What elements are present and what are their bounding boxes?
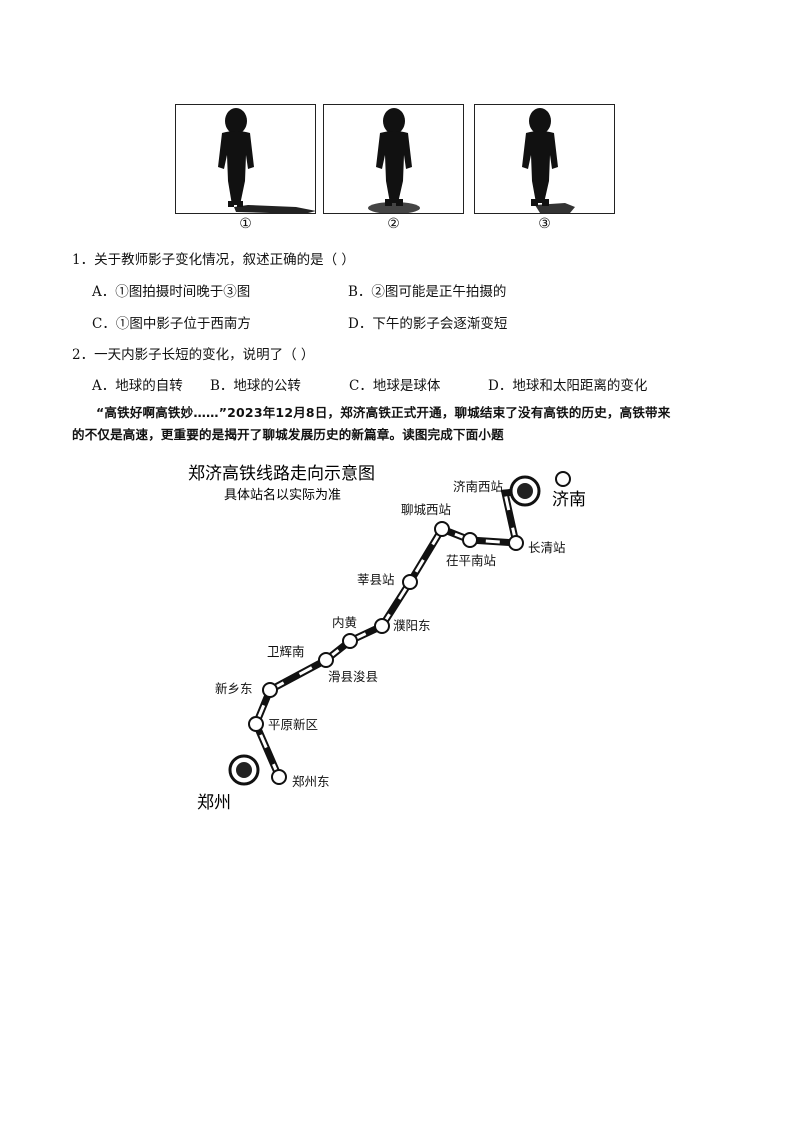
station-huaxian-xunxian — [318, 652, 334, 668]
station-label: 平原新区 — [268, 717, 318, 732]
station-label: 卫辉南 — [267, 644, 305, 659]
station-label: 莘县站 — [357, 572, 395, 587]
station-label: 聊城西站 — [401, 502, 451, 517]
photo-2 — [323, 104, 464, 214]
question-2-stem: 2．一天内影子长短的变化，说明了（ ） — [72, 347, 315, 363]
photo-caption-3: ③ — [538, 216, 551, 232]
city-marker-zhengzhou — [228, 754, 260, 786]
station-chipingnan — [462, 532, 478, 548]
station-labels: 济南西站 长清站 茌平南站 聊城西站 莘县站 濮阳东 内黄 滑县浚县 卫辉南 新… — [215, 479, 566, 789]
question-1-option-a[interactable]: A．①图拍摄时间晚于③图 — [92, 284, 251, 300]
station-changqing — [508, 535, 524, 551]
shadow-photos: ① ② ③ — [175, 104, 625, 238]
station-label: 茌平南站 — [446, 553, 496, 568]
station-zhengzhoudong — [271, 769, 287, 785]
station-label: 长清站 — [528, 540, 566, 555]
station-label: 内黄 — [332, 615, 357, 630]
station-label: 濮阳东 — [393, 618, 431, 633]
station-label: 滑县浚县 — [328, 669, 378, 684]
photo-1 — [175, 104, 316, 214]
station-pingyuanxinqu — [248, 716, 264, 732]
rail-line-outline — [252, 487, 529, 781]
question-1-option-b[interactable]: B．②图可能是正午拍摄的 — [348, 284, 507, 300]
station-neihuang — [342, 633, 358, 649]
question-1-option-d[interactable]: D．下午的影子会逐渐变短 — [348, 316, 508, 332]
city-marker-jinan — [509, 475, 541, 507]
question-1-stem: 1．关于教师影子变化情况，叙述正确的是（ ） — [72, 252, 355, 268]
station-label: 新乡东 — [215, 681, 253, 696]
map-subtitle: 具体站名以实际为准 — [224, 487, 341, 503]
question-2-option-d[interactable]: D．地球和太阳距离的变化 — [488, 378, 648, 394]
teacher-silhouette-medium-shadow — [522, 108, 575, 213]
question-1-option-c[interactable]: C．①图中影子位于西南方 — [92, 316, 251, 332]
city-dot-jinan — [555, 471, 571, 487]
question-2-option-a[interactable]: A．地球的自转 — [92, 378, 183, 394]
station-label: 郑州东 — [292, 774, 330, 789]
photo-caption-1: ① — [239, 216, 252, 232]
teacher-silhouette-short-shadow — [368, 108, 420, 213]
passage-line-2: 的不仅是高速，更重要的是揭开了聊城发展历史的新篇章。读图完成下面小题 — [72, 427, 504, 442]
passage-line-1: “高铁好啊高铁妙……”2023年12月8日，郑济高铁正式开通，聊城结束了没有高铁… — [96, 405, 671, 420]
railway-route-map: 郑济高铁线路走向示意图 具体站名以实际为准 济南 郑州 济南西站 长清站 茌平南… — [188, 464, 586, 813]
question-2-option-c[interactable]: C．地球是球体 — [349, 378, 441, 394]
teacher-silhouette-long-shadow — [218, 108, 315, 213]
station-label: 济南西站 — [453, 479, 503, 494]
photo-caption-2: ② — [387, 216, 400, 232]
city-label-zhengzhou: 郑州 — [197, 793, 231, 813]
rail-line-inner — [254, 489, 526, 778]
map-title: 郑济高铁线路走向示意图 — [188, 464, 375, 484]
station-puyangdong — [374, 618, 390, 634]
city-label-jinan: 济南 — [552, 490, 586, 510]
station-liaochengxi — [434, 521, 450, 537]
passage: “高铁好啊高铁妙……”2023年12月8日，郑济高铁正式开通，聊城结束了没有高铁… — [72, 402, 732, 446]
station-markers — [248, 521, 524, 785]
station-shenxian — [402, 574, 418, 590]
question-2-option-b[interactable]: B．地球的公转 — [210, 378, 301, 394]
station-xinxiangdong — [262, 682, 278, 698]
photo-3 — [474, 104, 615, 214]
